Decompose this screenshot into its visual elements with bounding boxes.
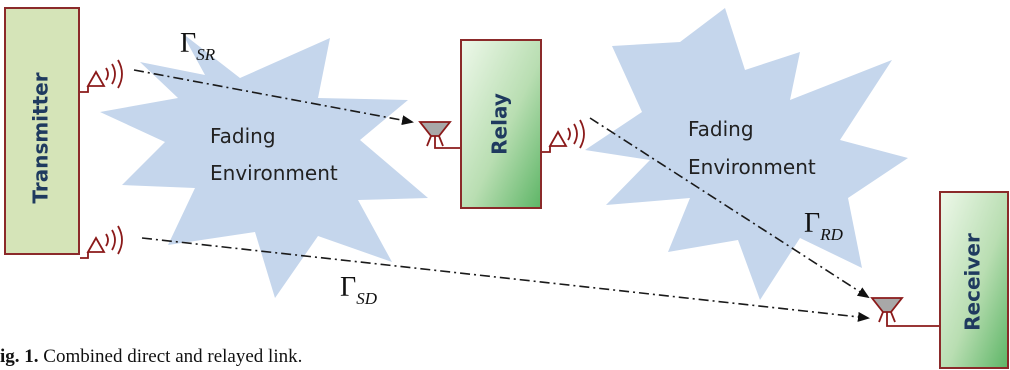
environment-label-left-line1: Fading: [210, 124, 276, 148]
receiver-box: [939, 191, 1009, 369]
environment-label-left-line2: Environment: [210, 161, 338, 185]
receive-antenna-icon: [418, 121, 460, 149]
link-relay-destination: [589, 117, 870, 299]
link-source-relay: [133, 69, 414, 126]
relay-box: [460, 39, 542, 209]
gamma-sr-label: ΓSR: [180, 28, 216, 64]
fading-environment-cloud-left: [100, 33, 428, 298]
transmitter-box: [4, 7, 80, 255]
figure-caption: ig. 1. Combined direct and relayed link.: [0, 346, 302, 367]
transmit-antenna-icon: [80, 59, 123, 93]
relay-label: Relay: [488, 93, 512, 155]
gamma-sd-label: ΓSD: [340, 272, 378, 308]
receive-antenna-icon: [870, 297, 939, 327]
transmit-antenna-icon: [80, 225, 123, 259]
gamma-rd-label: ΓRD: [804, 208, 844, 244]
receiver-label: Receiver: [961, 233, 985, 331]
transmitter-label: Transmitter: [29, 72, 53, 203]
link-source-destination: [141, 237, 870, 322]
transmit-antenna-icon: [542, 119, 585, 153]
fading-environment-cloud-right: [585, 8, 908, 300]
environment-label-right-line1: Fading: [688, 117, 754, 141]
environment-label-right-line2: Environment: [688, 155, 816, 179]
